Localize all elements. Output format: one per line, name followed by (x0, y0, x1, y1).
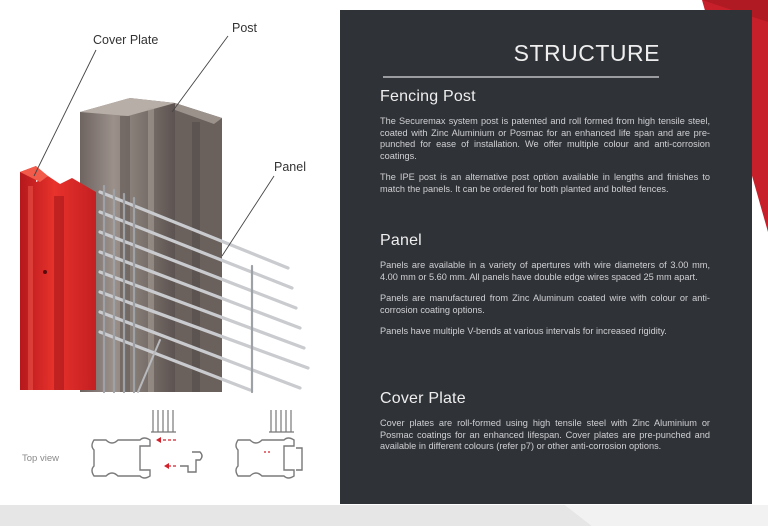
top-view-diagram-right (235, 410, 303, 479)
section-paragraph: Panels are available in a variety of ape… (380, 260, 710, 282)
section-paragraph: The Securemax system post is patented an… (380, 116, 710, 161)
section-heading: Cover Plate (380, 390, 466, 407)
section-paragraph: Cover plates are roll-formed using high … (380, 418, 710, 452)
section-cover-plate: Cover Plate Cover plates are roll-formed… (380, 390, 710, 463)
label-top-view: Top view (22, 453, 59, 464)
structure-panel: STRUCTURE Fencing Post The Securemax sys… (340, 10, 752, 504)
section-paragraph: Panels are manufactured from Zinc Alumin… (380, 293, 710, 315)
panel-title: STRUCTURE (513, 40, 660, 66)
section-paragraph: Panels have multiple V-bends at various … (380, 326, 667, 337)
post-illustration (80, 98, 222, 392)
section-heading: Panel (380, 232, 422, 249)
label-post: Post (232, 21, 258, 35)
label-cover-plate: Cover Plate (93, 33, 159, 47)
fence-structure-illustration (20, 35, 310, 479)
top-view-diagram-left (91, 410, 203, 479)
section-panel: Panel Panels are available in a variety … (380, 232, 710, 348)
section-heading: Fencing Post (380, 88, 476, 105)
panel-wires-illustration (98, 184, 310, 394)
label-panel: Panel (274, 160, 306, 174)
title-divider (383, 76, 659, 78)
bottom-band (0, 505, 768, 526)
label-leader-lines (33, 35, 275, 257)
cover-plate-illustration (20, 166, 96, 390)
section-fencing-post: Fencing Post The Securemax system post i… (380, 88, 710, 206)
section-paragraph: The IPE post is an alternative post opti… (380, 172, 710, 194)
